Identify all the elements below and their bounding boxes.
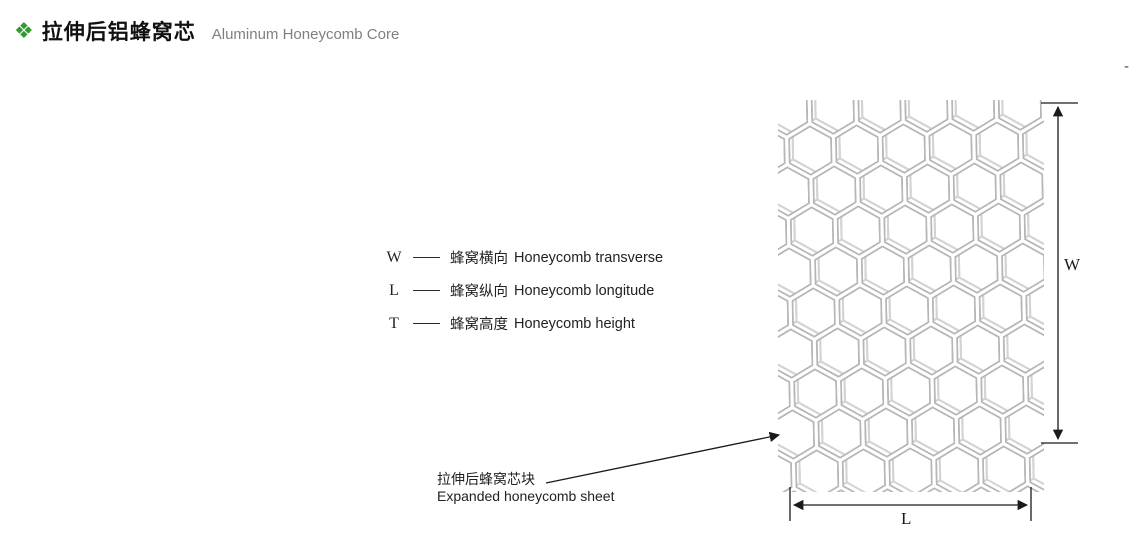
legend-label-zh: 蜂窝纵向 (450, 284, 508, 300)
legend-symbol-t: T (389, 314, 399, 332)
legend-label-en: Honeycomb longitude (514, 282, 655, 299)
legend-label-zh: 蜂窝高度 (450, 317, 508, 333)
legend-symbol-w: W (386, 248, 402, 266)
page-header: ❖ 拉伸后铝蜂窝芯 Aluminum Honeycomb Core (14, 16, 399, 46)
legend-dash (413, 323, 440, 324)
corner-mark: - (1124, 58, 1129, 75)
callout-label-zh: 拉伸后蜂窝芯块 (437, 471, 535, 487)
legend-row-longitude: L 蜂窝纵向 Honeycomb longitude (383, 279, 663, 302)
legend-dash (413, 290, 440, 291)
title-english: Aluminum Honeycomb Core (211, 26, 400, 43)
legend-row-transverse: W 蜂窝横向 Honeycomb transverse (383, 246, 663, 269)
dimension-label-l: L (901, 509, 912, 528)
legend-row-height: T 蜂窝高度 Honeycomb height (383, 312, 663, 335)
callout-label-en: Expanded honeycomb sheet (437, 488, 615, 504)
legend-dash (413, 257, 440, 258)
clover-icon: ❖ (14, 18, 34, 43)
dimension-legend: W 蜂窝横向 Honeycomb transverse L 蜂窝纵向 Honey… (383, 246, 663, 345)
honeycomb-sheet-illustration (778, 100, 1044, 492)
callout-label: 拉伸后蜂窝芯块 Expanded honeycomb sheet (437, 471, 614, 505)
legend-label-en: Honeycomb transverse (514, 249, 664, 266)
legend-symbol-l: L (389, 281, 399, 299)
title-chinese: 拉伸后铝蜂窝芯 (41, 21, 196, 44)
legend-label-en: Honeycomb height (514, 315, 635, 332)
dimension-label-w: W (1064, 255, 1081, 274)
legend-label-zh: 蜂窝横向 (450, 251, 508, 267)
